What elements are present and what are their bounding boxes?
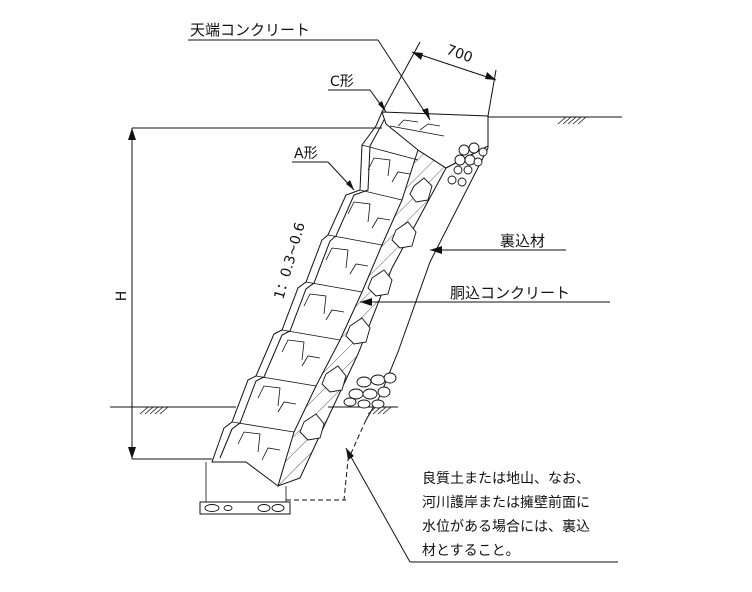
note-text: 良質土または地山、なお、 河川護岸または擁壁前面に 水位がある場合には、裏込 材…: [422, 471, 590, 559]
body-concrete-label: 胴込コンクリート: [450, 284, 570, 302]
height-label: H: [114, 291, 130, 302]
block-c-label: C形: [330, 74, 354, 90]
gravel-mid: [343, 372, 397, 409]
foundation: [199, 462, 291, 515]
block-a-label: A形: [294, 146, 318, 162]
backfill-outline: [286, 145, 489, 501]
note-line: 水位がある場合には、裏込: [422, 518, 590, 535]
note-line: 材とすること。: [422, 543, 520, 559]
toe-ground-line: [110, 406, 398, 415]
body-concrete-band: [277, 149, 447, 487]
leader-lines: [188, 39, 618, 563]
slope-ratio-label: 1：0.3~0.6: [272, 221, 309, 302]
gravel-top: [447, 142, 488, 187]
dim-700-label: 700: [444, 42, 475, 66]
masonry-blocks: [231, 144, 419, 461]
crown-concrete-label: 天端コンクリート: [190, 21, 310, 39]
backfill-label: 裏込材: [500, 232, 545, 250]
note-line: 河川護岸または擁壁前面に: [422, 494, 590, 511]
note-line: 良質土または地山、なお、: [422, 471, 590, 487]
width-dimension: 700: [381, 41, 497, 117]
height-dimension: H: [114, 127, 382, 460]
top-ground-line: [487, 116, 622, 148]
